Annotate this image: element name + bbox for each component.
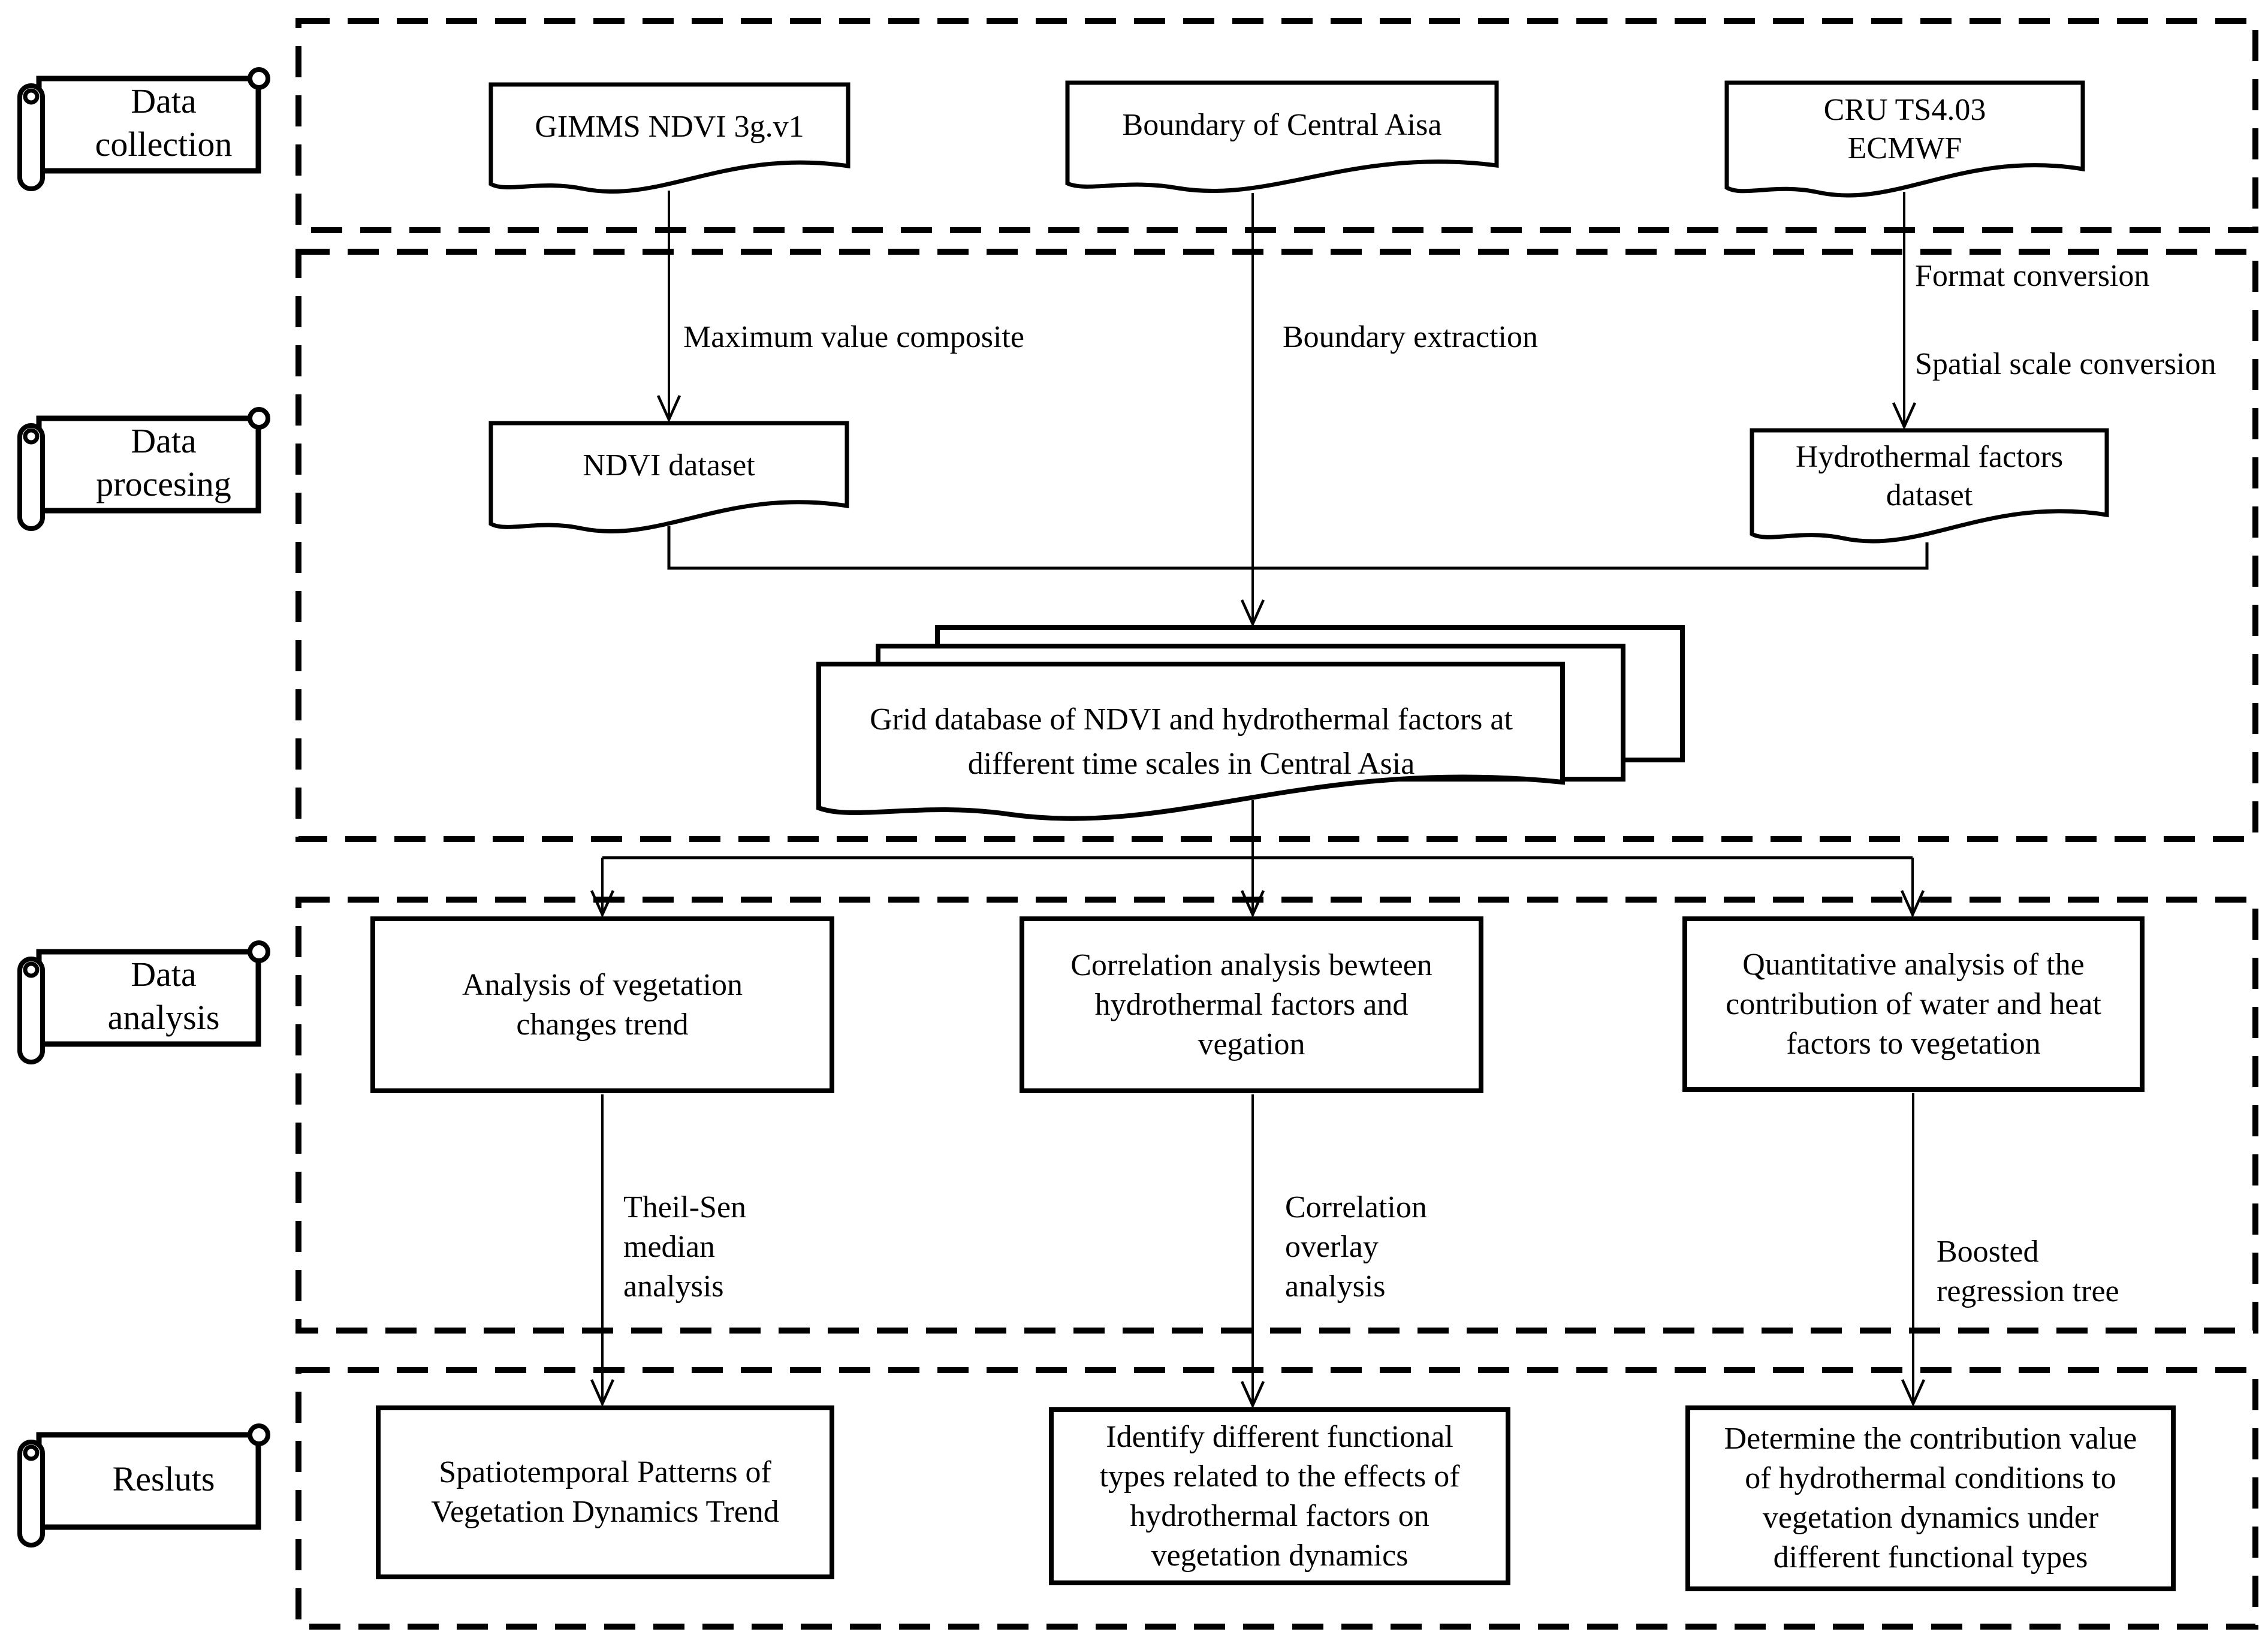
stage-border-results bbox=[295, 1367, 2258, 1630]
doc-label: GIMMS NDVI 3g.v1 bbox=[535, 109, 804, 144]
box-result-spatiotemporal: Spatiotemporal Patterns of Vegetation Dy… bbox=[376, 1405, 834, 1579]
stage-scroll-data-collection: Data collection bbox=[15, 63, 279, 192]
document-shape bbox=[1724, 80, 2085, 198]
stage-border-data-analysis bbox=[295, 897, 2258, 1334]
doc-hydrothermal-dataset: Hydrothermal factors dataset bbox=[1750, 428, 2109, 562]
doc-grid-database-stack bbox=[816, 625, 1685, 841]
doc-cru-ecmwf: CRU TS4.03 ECMWF bbox=[1724, 80, 2085, 214]
document-shape bbox=[488, 82, 850, 194]
doc-label: Hydrothermal factors dataset bbox=[1795, 440, 2064, 512]
stage-label-data-analysis: Data analysis bbox=[107, 954, 220, 1037]
multidocument-shape bbox=[816, 625, 1685, 821]
connector-ndvi-hydro-merge bbox=[667, 526, 1929, 570]
document-shape bbox=[488, 421, 849, 534]
stage-label-data-collection: Data collection bbox=[95, 81, 233, 164]
edge-label-boundary-extraction: Boundary extraction bbox=[1283, 320, 1538, 354]
stage-scroll-data-analysis: Data analysis bbox=[15, 936, 279, 1065]
stage-scroll-data-processing: Data procesing bbox=[15, 403, 279, 532]
box-quantitative-analysis: Quantitative analysis of the contributio… bbox=[1682, 916, 2145, 1092]
doc-label: CRU TS4.03 ECMWF bbox=[1823, 93, 1986, 165]
document-shape bbox=[1065, 80, 1499, 194]
box-result-determine: Determine the contribution value of hydr… bbox=[1685, 1405, 2176, 1591]
box-result-identify: Identify different functional types rela… bbox=[1049, 1407, 1510, 1585]
grid-database-label: Grid database of NDVI and hydrothermal f… bbox=[870, 702, 1513, 781]
document-shape bbox=[1750, 428, 2109, 544]
doc-gimms-ndvi: GIMMS NDVI 3g.v1 bbox=[488, 82, 850, 210]
edge-label-maximum-value-composite: Maximum value composite bbox=[683, 320, 1025, 354]
stage-label-results: Resluts bbox=[112, 1459, 215, 1498]
stage-label-data-processing: Data procesing bbox=[96, 421, 231, 503]
stage-border-data-processing bbox=[295, 249, 2258, 842]
doc-label: NDVI dataset bbox=[583, 448, 755, 482]
stage-scroll-results: Resluts bbox=[15, 1419, 279, 1548]
edge-label-format-conversion: Format conversion bbox=[1915, 259, 2150, 293]
doc-boundary-central-asia: Boundary of Central Aisa bbox=[1065, 80, 1499, 208]
doc-ndvi-dataset: NDVI dataset bbox=[488, 421, 849, 548]
box-analysis-vegetation-trend: Analysis of vegetation changes trend bbox=[370, 916, 834, 1093]
doc-label: Boundary of Central Aisa bbox=[1122, 107, 1442, 142]
stage-border-data-collection bbox=[295, 18, 2258, 233]
edge-label-spatial-scale-conversion: Spatial scale conversion bbox=[1915, 347, 2216, 381]
edge-label-correlation-overlay: Correlation overlay analysis bbox=[1285, 1190, 1427, 1304]
box-correlation-analysis: Correlation analysis bewteen hydrotherma… bbox=[1020, 916, 1483, 1093]
edge-label-boosted-regression: Boosted regression tree bbox=[1937, 1235, 2119, 1308]
edge-label-theil-sen: Theil-Sen median analysis bbox=[623, 1190, 747, 1304]
